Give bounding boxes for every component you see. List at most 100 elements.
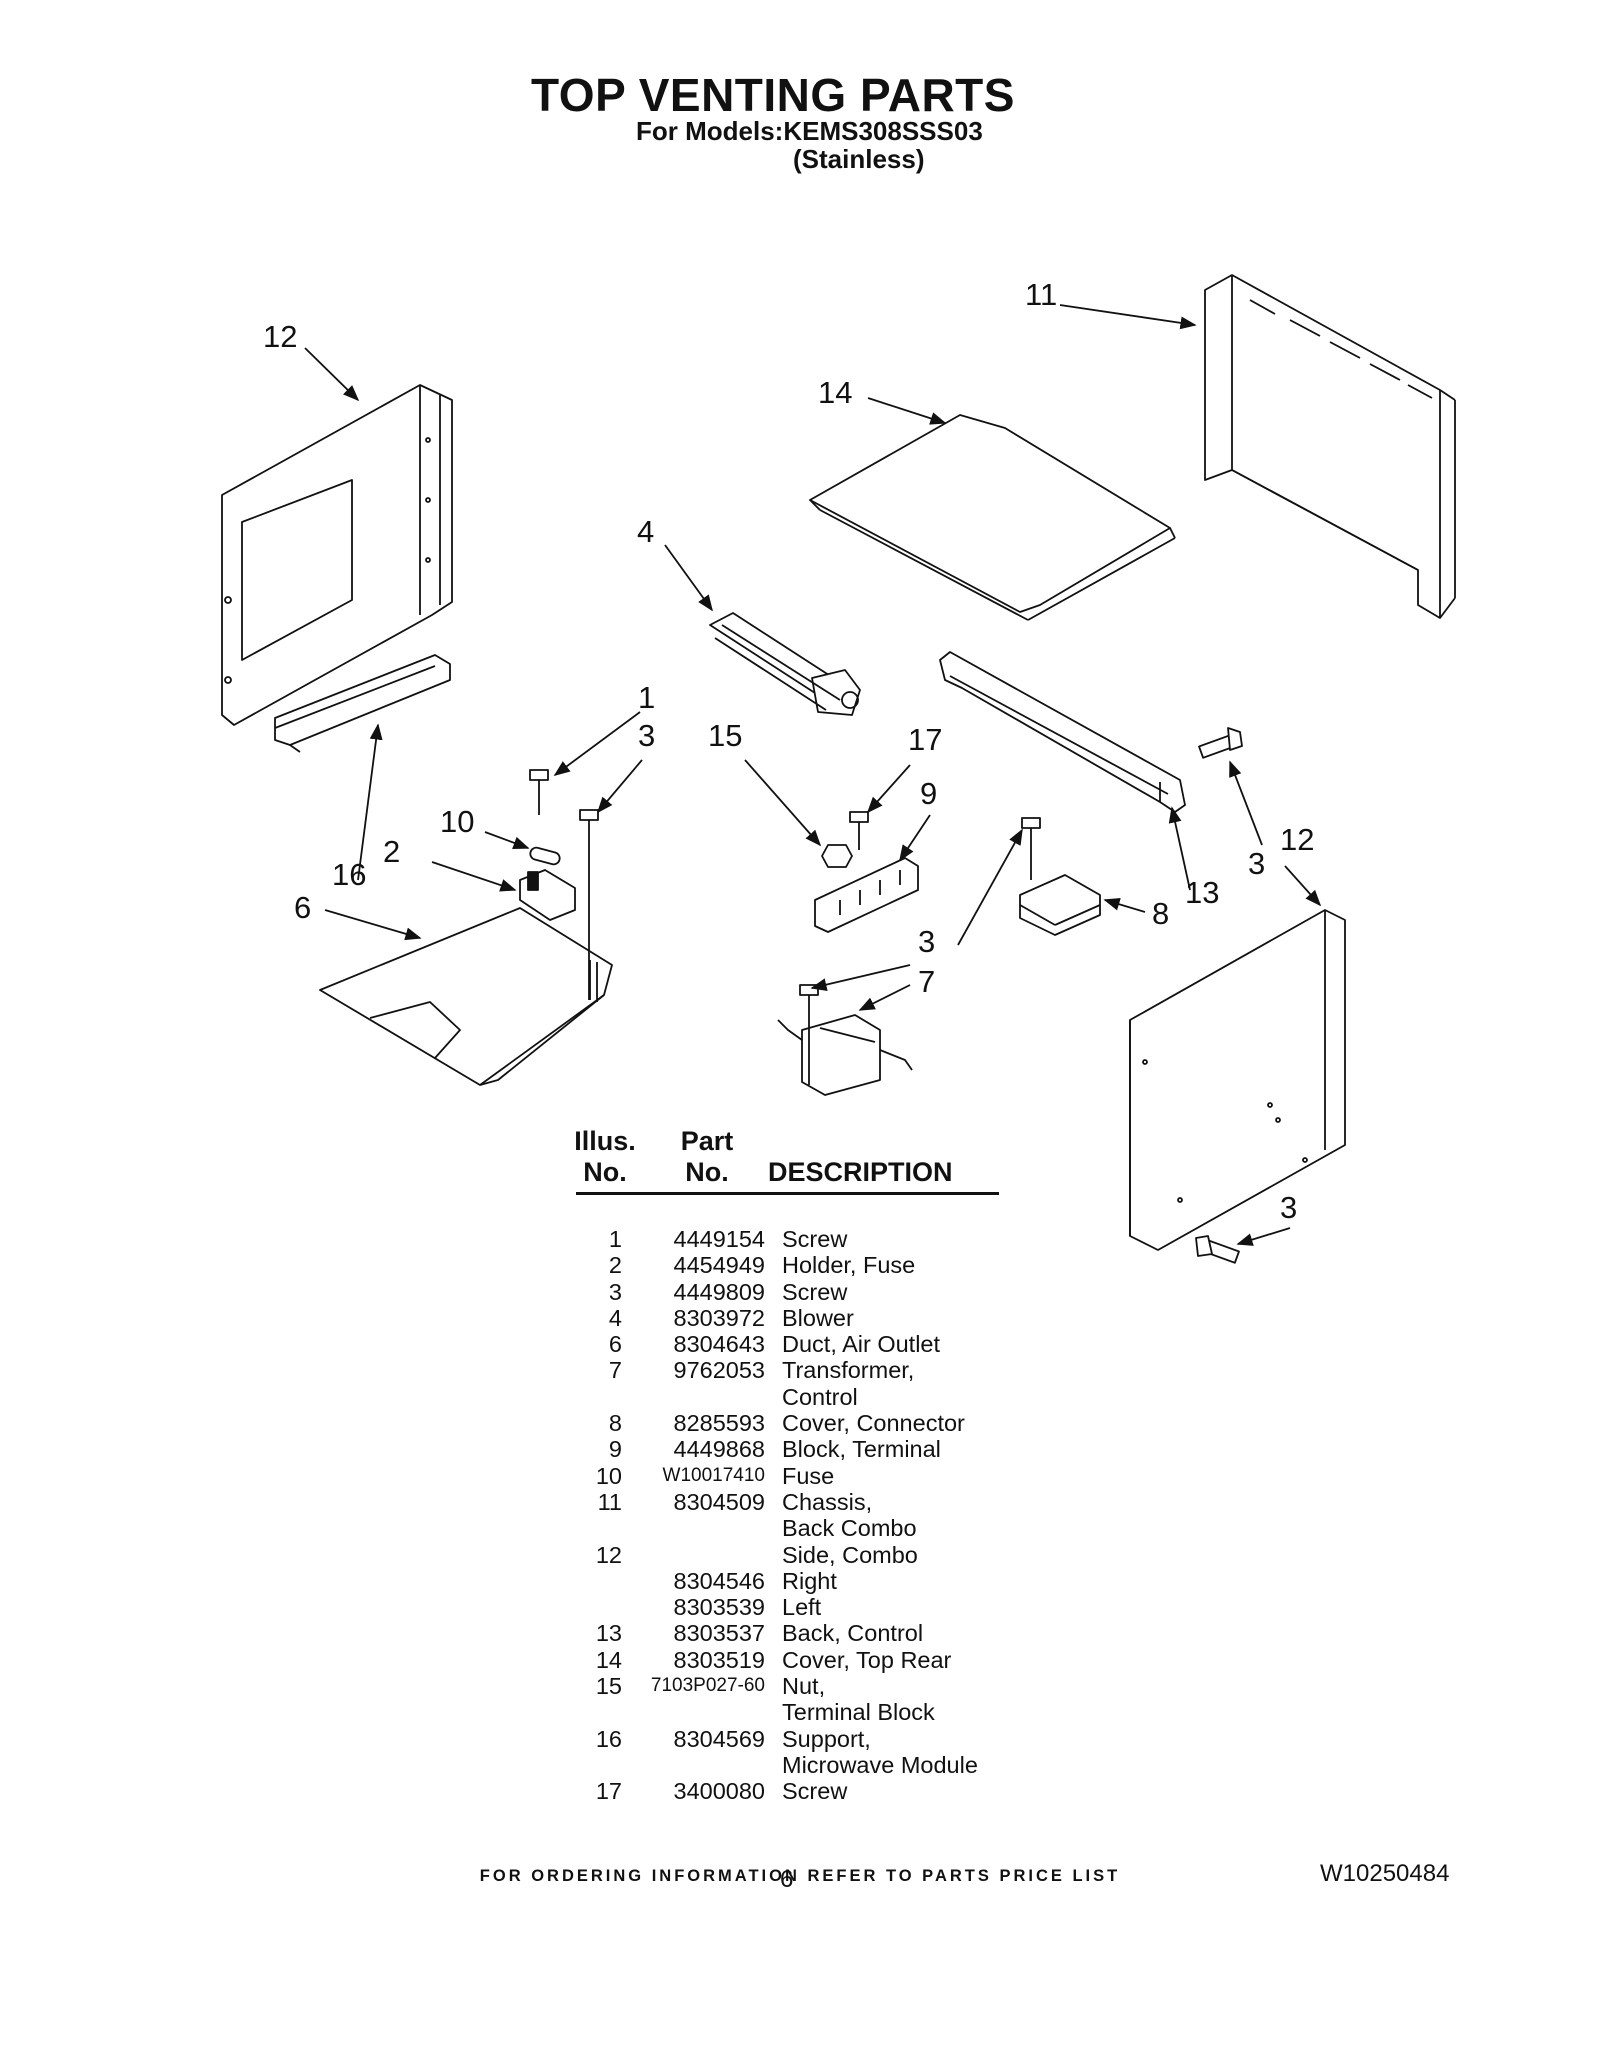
table-row: Control: [560, 1384, 978, 1410]
callout-11: 11: [1025, 277, 1057, 312]
part-number-cell: 8304509: [673, 1488, 766, 1515]
part-number-cell: 8304569: [673, 1725, 766, 1752]
table-row: 4 8303972 Blower: [560, 1305, 978, 1331]
callout-15: 15: [708, 718, 742, 753]
header-description: DESCRIPTION: [768, 1157, 953, 1187]
callout-1: 1: [638, 680, 655, 715]
duct-air-outlet-part: [319, 907, 613, 1086]
illus-number-cell: [560, 1568, 622, 1594]
part-number-cell: 8304643: [673, 1331, 766, 1358]
illus-number-cell: 13: [595, 1620, 622, 1647]
description-cell: Screw: [782, 1778, 848, 1805]
part-number-cell: W10017410: [662, 1464, 765, 1486]
screw-part: [1195, 1235, 1240, 1264]
screw-part: [849, 811, 869, 850]
part-number-cell: 4454949: [673, 1252, 766, 1279]
description-cell: Support,: [782, 1725, 871, 1752]
description-cell: Terminal Block: [782, 1699, 935, 1726]
description-cell: Fuse: [782, 1462, 835, 1489]
part-number-cell: [622, 1515, 765, 1541]
part-number-cell: [622, 1699, 765, 1725]
part-number-cell: 8303519: [673, 1646, 766, 1673]
description-cell: Cover, Top Rear: [782, 1646, 952, 1673]
illus-number-cell: [560, 1752, 622, 1778]
screw-part: [1021, 817, 1041, 880]
exploded-parts-diagram: 12 11 14 4 1 3 15 17 9 10 2 16 6 3 12 13…: [221, 274, 1456, 1264]
document-number: W10250484: [1320, 1860, 1450, 1887]
description-cell: Microwave Module: [782, 1751, 978, 1778]
screw-part: [1198, 727, 1243, 759]
side-panel-right-part: [1129, 909, 1346, 1251]
back-control-part: [939, 651, 1186, 813]
callout-labels: 12 11 14 4 1 3 15 17 9 10 2 16 6 3 12 13…: [263, 277, 1314, 1225]
header-part-no: Part No.: [680, 1126, 734, 1187]
terminal-block-part: [814, 857, 919, 933]
callout-7: 7: [918, 964, 935, 999]
illus-number-cell: 6: [608, 1331, 622, 1358]
table-row: 10 W10017410 Fuse: [560, 1463, 978, 1489]
table-row: Back Combo: [560, 1515, 978, 1541]
ordering-note: FOR ORDERING INFORMATION REFER TO PARTS …: [479, 1867, 1121, 1885]
leader-lines: [304, 304, 1322, 1246]
illus-number-cell: 9: [608, 1436, 622, 1463]
cover-connector-part: [1019, 874, 1101, 936]
part-number-cell: [622, 1752, 765, 1778]
page-title: TOP VENTING PARTS: [531, 69, 1015, 121]
illus-number-cell: 2: [608, 1252, 622, 1279]
part-number-cell: [622, 1542, 765, 1568]
fuse-part: [529, 846, 561, 866]
illus-number-cell: 7: [608, 1357, 622, 1384]
callout-17: 17: [908, 722, 942, 757]
illus-number-cell: 4: [608, 1304, 622, 1331]
callout-3: 3: [1248, 846, 1265, 881]
part-number-cell: 4449154: [673, 1226, 766, 1252]
description-cell: Right: [782, 1567, 837, 1594]
callout-9: 9: [920, 776, 937, 811]
description-cell: Screw: [782, 1278, 848, 1305]
illus-number-cell: 14: [595, 1646, 622, 1673]
description-cell: Side, Combo: [782, 1541, 918, 1568]
cover-top-rear-part: [809, 414, 1176, 621]
table-row: Microwave Module: [560, 1752, 978, 1778]
chassis-back-combo-part: [1204, 274, 1456, 619]
illus-number-cell: 1: [608, 1226, 622, 1252]
part-number-cell: 8303539: [673, 1594, 766, 1621]
callout-14: 14: [818, 375, 852, 410]
header-rule: [576, 1192, 999, 1195]
screw-part: [529, 769, 549, 815]
side-panel-left-part: [221, 384, 453, 726]
callout-12: 12: [1280, 822, 1314, 857]
description-cell: Block, Terminal: [782, 1436, 941, 1463]
description-cell: Blower: [782, 1304, 854, 1331]
illus-number-cell: [560, 1699, 622, 1725]
table-row: Terminal Block: [560, 1699, 978, 1725]
part-number-cell: 3400080: [673, 1778, 766, 1805]
nut-terminal-block-part: [821, 844, 853, 868]
part-number-cell: 4449809: [673, 1278, 766, 1305]
fuse-holder-part: [519, 869, 576, 921]
callout-16: 16: [332, 857, 366, 892]
part-number-cell: 8303972: [673, 1304, 766, 1331]
illus-number-cell: 3: [608, 1278, 622, 1305]
description-cell: Back Combo: [782, 1515, 917, 1542]
illus-number-cell: [560, 1515, 622, 1541]
finish-line: (Stainless): [793, 144, 925, 174]
table-row: 14 8303519 Cover, Top Rear: [560, 1647, 978, 1673]
callout-3: 3: [918, 924, 935, 959]
illus-number-cell: 15: [595, 1673, 622, 1700]
illus-number-cell: 17: [595, 1778, 622, 1805]
description-cell: Back, Control: [782, 1620, 924, 1647]
illus-number-cell: 10: [595, 1462, 622, 1489]
illus-number-cell: 11: [597, 1488, 622, 1515]
